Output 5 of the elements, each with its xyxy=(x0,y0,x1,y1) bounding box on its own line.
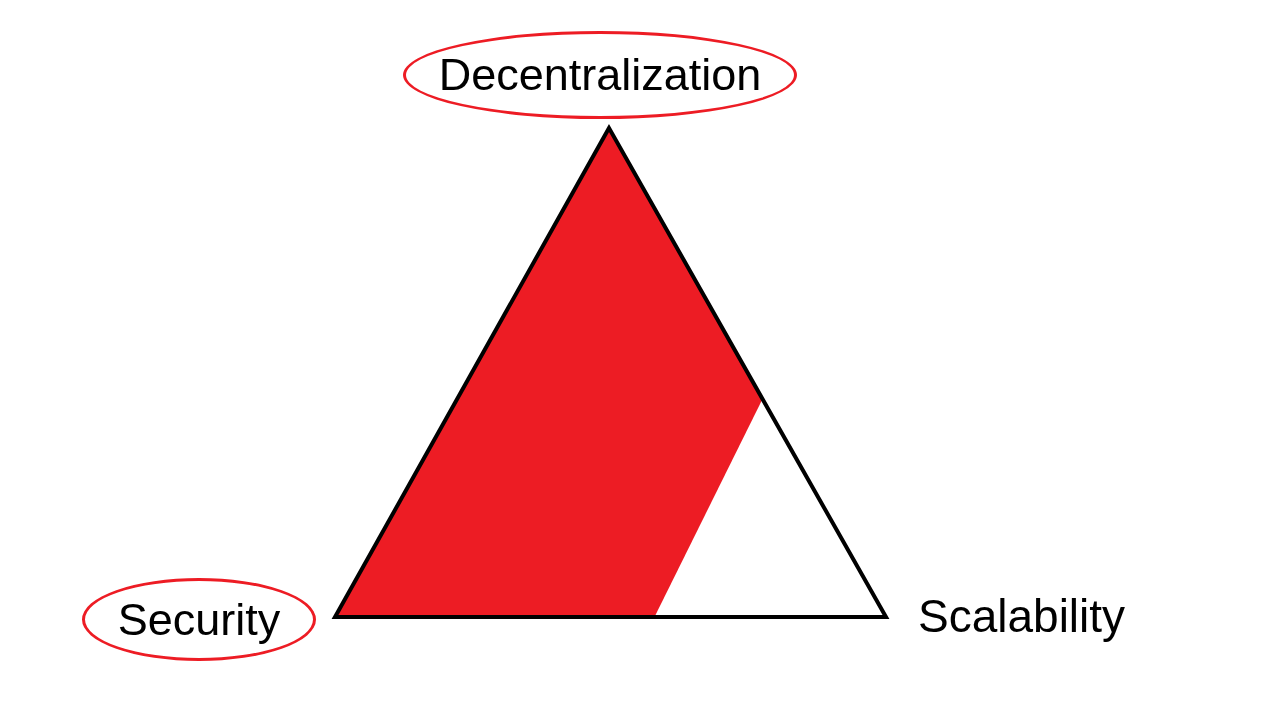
highlight-ellipse xyxy=(82,578,316,661)
vertex-label: Scalability xyxy=(918,591,1126,642)
vertex-label: Security xyxy=(117,594,281,645)
highlight-ellipse xyxy=(403,31,797,119)
vertex-label: Decentralization xyxy=(438,50,762,100)
